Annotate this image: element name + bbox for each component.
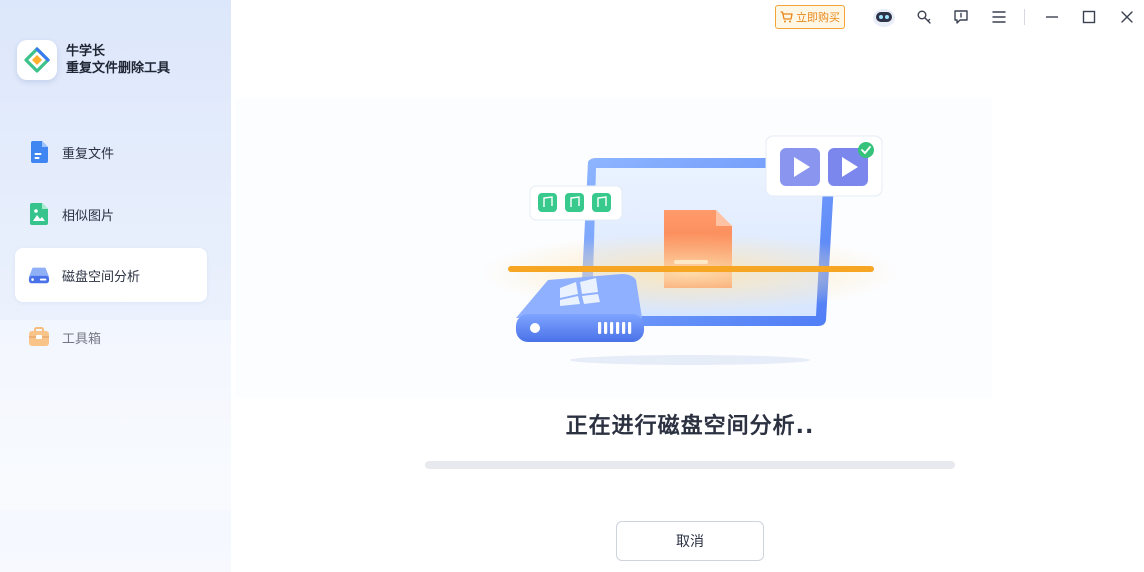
buy-now-button[interactable]: 立即购买 bbox=[775, 5, 845, 29]
scan-progress-bar bbox=[425, 461, 955, 469]
toolbox-icon bbox=[28, 326, 50, 348]
sidebar-item-duplicate-files[interactable]: 重复文件 bbox=[15, 125, 207, 179]
minimize-icon[interactable] bbox=[1041, 6, 1063, 28]
scan-status-title: 正在进行磁盘空间分析.. bbox=[565, 414, 815, 439]
faded-overlay bbox=[0, 320, 268, 510]
cart-icon bbox=[780, 11, 793, 23]
brand: 牛学长 重复文件删除工具 bbox=[17, 40, 170, 80]
titlebar-divider bbox=[1024, 9, 1025, 25]
brand-product: 重复文件删除工具 bbox=[66, 61, 171, 76]
sidebar-item-label: 相似图片 bbox=[62, 208, 115, 224]
sidebar: 牛学长 重复文件删除工具 重复文件 相似图片 bbox=[0, 0, 231, 572]
brand-name: 牛学长 bbox=[66, 44, 106, 59]
sidebar-item-similar-images[interactable]: 相似图片 bbox=[15, 187, 207, 241]
sidebar-item-label: 磁盘空间分析 bbox=[62, 269, 141, 285]
sidebar-item-label: 重复文件 bbox=[62, 146, 115, 162]
close-icon[interactable] bbox=[1116, 6, 1138, 28]
robot-icon[interactable] bbox=[872, 5, 896, 29]
disk-scan-illustration bbox=[480, 128, 900, 378]
cancel-button[interactable]: 取消 bbox=[616, 521, 764, 561]
menu-icon[interactable] bbox=[988, 6, 1010, 28]
key-icon[interactable] bbox=[913, 6, 935, 28]
buy-now-label: 立即购买 bbox=[796, 11, 840, 24]
feedback-icon[interactable] bbox=[950, 6, 972, 28]
sidebar-item-label: 工具箱 bbox=[62, 331, 102, 347]
image-icon bbox=[28, 203, 50, 225]
sidebar-item-toolbox[interactable]: 工具箱 bbox=[15, 310, 207, 364]
app-logo bbox=[17, 40, 57, 80]
sidebar-item-disk-analysis[interactable]: 磁盘空间分析 bbox=[15, 248, 207, 302]
maximize-icon[interactable] bbox=[1078, 6, 1100, 28]
disk-icon bbox=[28, 264, 50, 286]
document-icon bbox=[28, 141, 50, 163]
